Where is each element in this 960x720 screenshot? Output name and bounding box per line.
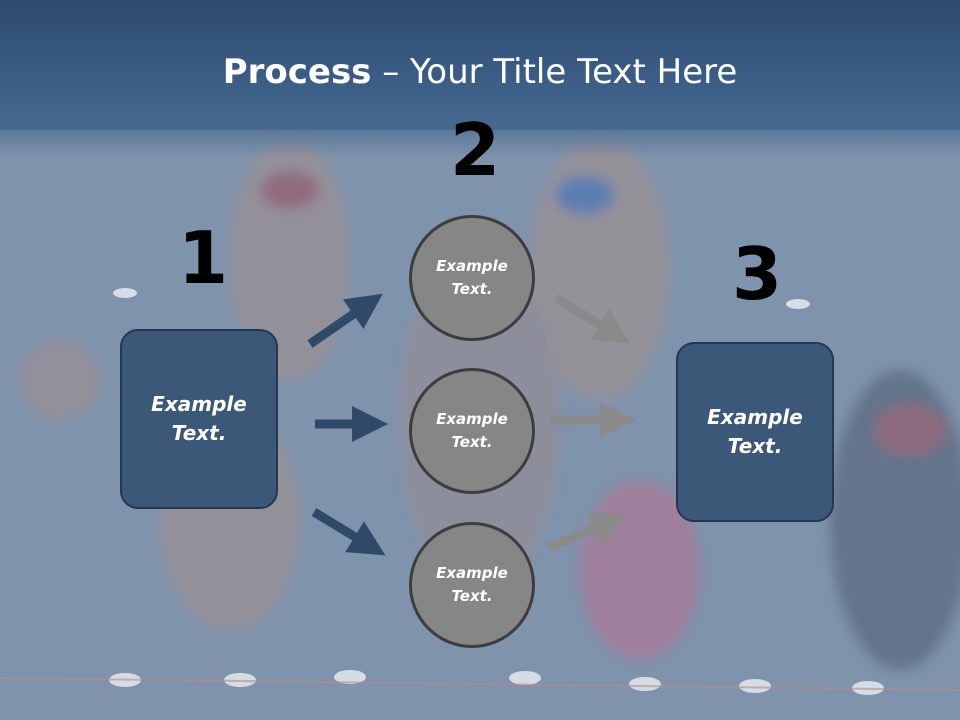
- left-step-box: Example Text.: [120, 329, 278, 509]
- title-bar-fade: [0, 118, 960, 158]
- arrow-to-circle-3: [311, 508, 386, 556]
- circle-step-2-text: Example Text.: [436, 410, 508, 451]
- circle-step-1-text: Example Text.: [436, 257, 508, 298]
- circle-step-3: Example Text.: [409, 522, 535, 648]
- title-rest: – Your Title Text Here: [371, 52, 738, 92]
- step-number-2: 2: [450, 108, 501, 192]
- title-bar: [0, 0, 960, 130]
- arrow-from-circle-3: [546, 512, 627, 553]
- circle-step-3-text: Example Text.: [436, 564, 508, 605]
- title-bold: Process: [222, 52, 372, 92]
- slide-title: Process – Your Title Text Here: [0, 52, 960, 92]
- step-number-1: 1: [178, 216, 229, 300]
- left-step-text: Example Text.: [151, 392, 247, 445]
- right-step-text: Example Text.: [707, 405, 803, 458]
- arrow-from-circle-1: [553, 294, 631, 344]
- circle-step-2: Example Text.: [409, 368, 535, 494]
- step-number-3: 3: [732, 232, 783, 316]
- right-step-box: Example Text.: [676, 342, 834, 522]
- circle-step-1: Example Text.: [409, 215, 535, 341]
- arrow-to-circle-1: [307, 293, 383, 348]
